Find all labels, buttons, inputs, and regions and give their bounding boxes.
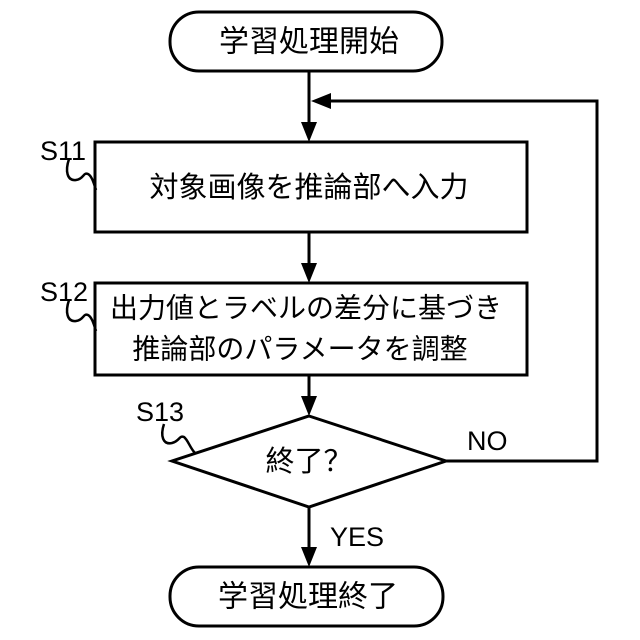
start-terminal-shape — [168, 10, 444, 73]
no-feedback-path — [330, 99, 599, 463]
process-s12-label-line1: 出力値とラベルの差分に基づき — [110, 293, 502, 324]
arrowhead-into-end-icon — [301, 547, 317, 567]
end-terminal-shape — [168, 565, 445, 628]
step-id-s12: S12 — [40, 277, 88, 307]
process-s12-label-line2: 推論部のパラメータを調整 — [132, 334, 467, 365]
arrowhead-into-s11-icon — [301, 122, 317, 142]
decision-s13-diamond — [167, 414, 451, 509]
start-terminal-label: 学習処理開始 — [219, 26, 399, 59]
process-s11-label: 対象画像を推論部へ入力 — [149, 171, 468, 204]
step-leader-s12 — [65, 299, 98, 332]
step-leader-s11 — [65, 158, 98, 191]
end-terminal-label: 学習処理終了 — [218, 581, 398, 614]
arrowhead-into-s13-icon — [301, 396, 317, 416]
step-id-s13: S13 — [136, 397, 184, 427]
branch-no-label: NO — [467, 426, 508, 456]
branch-yes-label: YES — [330, 522, 384, 552]
arrowhead-into-s12-icon — [301, 263, 317, 283]
step-id-s11: S11 — [40, 136, 86, 166]
arrowhead-feedback-icon — [311, 93, 331, 109]
step-leader-s13 — [161, 423, 196, 454]
decision-s13-label: 終了？ — [265, 445, 352, 478]
